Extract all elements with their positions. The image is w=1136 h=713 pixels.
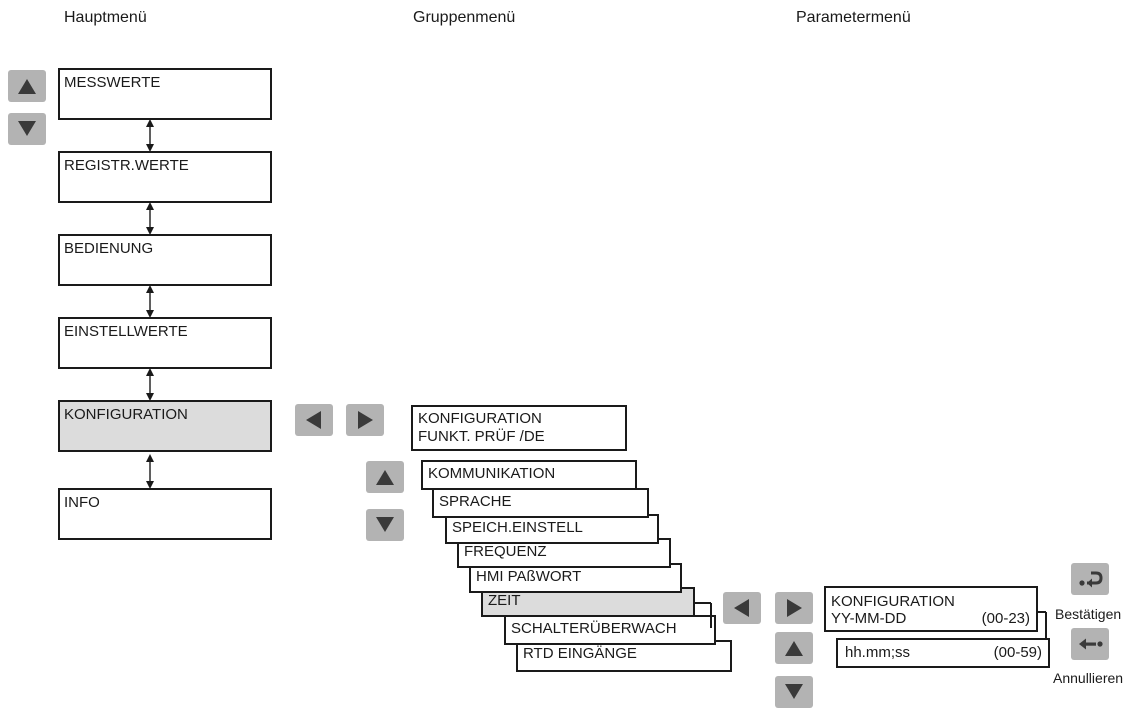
cancel-button[interactable]	[1071, 628, 1109, 660]
header-parameter-menu: Parametermenü	[796, 9, 911, 26]
enter-return-icon	[1079, 571, 1103, 588]
param-right-button[interactable]	[775, 592, 813, 624]
confirm-button[interactable]	[1071, 563, 1109, 595]
group-item-schalterueberwach[interactable]: SCHALTERÜBERWACH	[504, 615, 716, 645]
cancel-back-icon	[1079, 638, 1103, 650]
group-item-label: SPRACHE	[439, 493, 512, 510]
group-item-kommunikation[interactable]: KOMMUNIKATION	[421, 460, 637, 490]
main-menu-item-registr-werte[interactable]: REGISTR.WERTE	[58, 151, 272, 203]
arrow-left-icon	[734, 599, 749, 617]
arrow-right-icon	[787, 599, 802, 617]
param-left-button[interactable]	[723, 592, 761, 624]
group-down-button[interactable]	[366, 509, 404, 541]
group-item-label: ZEIT	[488, 592, 521, 609]
arrow-up-icon	[785, 641, 803, 656]
group-up-button[interactable]	[366, 461, 404, 493]
group-item-label: RTD EINGÄNGE	[523, 645, 637, 662]
param-date-label: YY-MM-DD	[831, 610, 907, 627]
group-right-button[interactable]	[346, 404, 384, 436]
group-item-label: FREQUENZ	[464, 543, 547, 560]
main-menu-item-konfiguration[interactable]: KONFIGURATION	[58, 400, 272, 452]
main-menu-item-einstellwerte[interactable]: EINSTELLWERTE	[58, 317, 272, 369]
main-menu-item-bedienung[interactable]: BEDIENUNG	[58, 234, 272, 286]
group-item-label: KOMMUNIKATION	[428, 465, 556, 482]
param-date-range: (00-23)	[981, 610, 1030, 627]
group-left-button[interactable]	[295, 404, 333, 436]
header-main-menu: Hauptmenü	[64, 9, 147, 26]
cancel-label: Annullieren	[1053, 670, 1124, 686]
param-up-button[interactable]	[775, 632, 813, 664]
param-down-button[interactable]	[775, 676, 813, 708]
param-date-box[interactable]: KONFIGURATION YY-MM-DD (00-23)	[824, 586, 1038, 632]
param-time-label: hh.mm;ss	[845, 644, 911, 661]
main-up-button[interactable]	[8, 70, 46, 102]
arrow-down-icon	[18, 121, 36, 136]
arrow-up-icon	[18, 79, 36, 94]
group-menu-title: KONFIGURATION FUNKT. PRÜF /DE	[411, 405, 627, 451]
group-item-hmi-passwort[interactable]: HMI PAßWORT	[469, 563, 682, 593]
group-item-label: SCHALTERÜBERWACH	[511, 620, 677, 637]
group-item-speich-einstell[interactable]: SPEICH.EINSTELL	[445, 514, 659, 544]
group-item-label: HMI PAßWORT	[476, 568, 582, 585]
confirm-label: Bestätigen	[1055, 606, 1122, 622]
arrow-right-icon	[358, 411, 373, 429]
param-time-range: (00-59)	[993, 644, 1042, 661]
header-group-menu: Gruppenmenü	[413, 9, 516, 26]
arrow-down-icon	[785, 684, 803, 699]
main-menu-item-info[interactable]: INFO	[58, 488, 272, 540]
group-item-label: SPEICH.EINSTELL	[452, 519, 583, 536]
param-time-row[interactable]: hh.mm;ss (00-59)	[836, 638, 1050, 668]
group-item-sprache[interactable]: SPRACHE	[432, 488, 649, 518]
arrow-up-icon	[376, 470, 394, 485]
main-down-button[interactable]	[8, 113, 46, 145]
group-title-line-2: FUNKT. PRÜF /DE	[418, 428, 545, 445]
main-menu-item-messwerte[interactable]: MESSWERTE	[58, 68, 272, 120]
arrow-left-icon	[306, 411, 321, 429]
group-title-line-1: KONFIGURATION	[418, 410, 542, 427]
param-title: KONFIGURATION	[831, 593, 955, 610]
arrow-down-icon	[376, 517, 394, 532]
